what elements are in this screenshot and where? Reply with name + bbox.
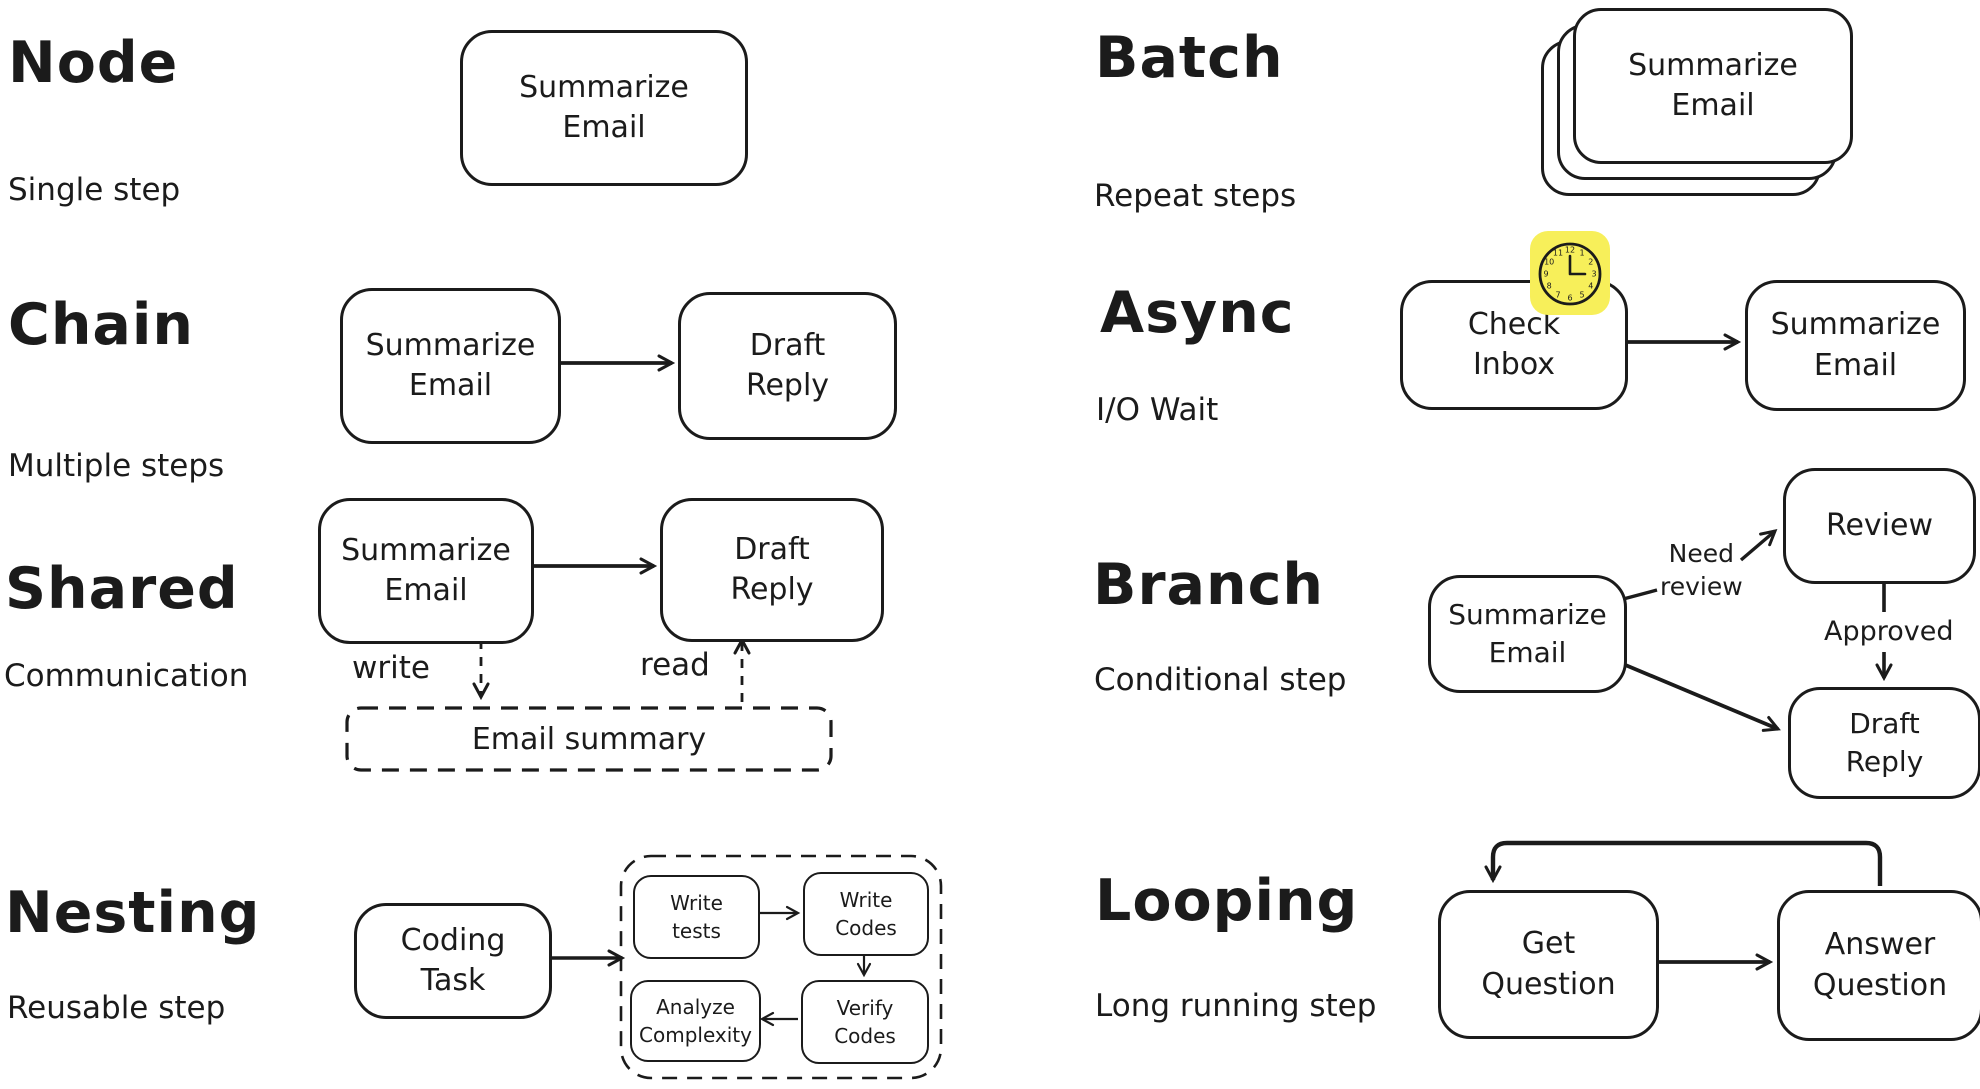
branch-step-draft-reply: Draft Reply — [1788, 687, 1980, 799]
svg-text:1: 1 — [1579, 249, 1584, 258]
looping-title: Looping — [1095, 868, 1359, 934]
branch-title: Branch — [1093, 552, 1324, 618]
branch-subtitle: Conditional step — [1094, 662, 1347, 698]
chain-title: Chain — [8, 292, 194, 358]
shared-store-outline — [345, 706, 833, 772]
shared-step-draft-reply: Draft Reply — [660, 498, 884, 642]
branch-direct-arrow — [1622, 662, 1781, 732]
batch-subtitle: Repeat steps — [1094, 178, 1297, 214]
node-title: Node — [8, 30, 179, 96]
looping-subtitle: Long running step — [1095, 988, 1377, 1024]
svg-text:4: 4 — [1588, 282, 1593, 291]
svg-text:6: 6 — [1567, 294, 1572, 303]
branch-need-review-arrow — [1739, 528, 1778, 562]
svg-text:8: 8 — [1547, 282, 1552, 291]
looping-step-get-question: Get Question — [1438, 890, 1659, 1039]
svg-text:5: 5 — [1579, 290, 1584, 299]
clock-icon: 1 2 3 4 5 6 7 8 9 10 11 12 — [1528, 228, 1612, 318]
node-step-summarize-email: Summarize Email — [460, 30, 748, 186]
svg-text:11: 11 — [1553, 249, 1563, 258]
branch-step-summarize-email: Summarize Email — [1428, 575, 1627, 693]
looping-step-answer-question: Answer Question — [1777, 890, 1980, 1041]
chain-step-draft-reply: Draft Reply — [678, 292, 897, 440]
svg-text:2: 2 — [1588, 258, 1593, 267]
clock-hands — [1568, 254, 1587, 276]
branch-need-review-label: Need review — [1660, 539, 1743, 601]
nesting-step-write-tests: Write tests — [633, 875, 760, 959]
nesting-step-write-codes: Write Codes — [803, 872, 929, 956]
batch-title: Batch — [1095, 25, 1284, 91]
looping-back-arrow — [1484, 840, 1883, 886]
chain-subtitle: Multiple steps — [8, 448, 225, 484]
nesting-step-verify-codes: Verify Codes — [801, 980, 929, 1064]
nesting-container-outline — [619, 854, 943, 1080]
nesting-subtitle: Reusable step — [7, 990, 226, 1026]
svg-text:7: 7 — [1555, 290, 1560, 299]
shared-store-email-summary: Email summary — [471, 721, 707, 757]
async-subtitle: I/O Wait — [1096, 392, 1219, 428]
branch-step-review: Review — [1783, 468, 1976, 584]
shared-subtitle: Communication — [4, 658, 249, 694]
node-subtitle: Single step — [8, 172, 181, 208]
svg-text:3: 3 — [1591, 270, 1596, 279]
nesting-step-coding-task: Coding Task — [354, 903, 552, 1019]
shared-write-label: write — [352, 650, 430, 686]
batch-step-summarize-email: Summarize Email — [1573, 8, 1853, 164]
svg-text:10: 10 — [1544, 258, 1554, 267]
nesting-title: Nesting — [5, 880, 261, 946]
shared-step-summarize-email: Summarize Email — [318, 498, 534, 644]
nesting-step-analyze-complexity: Analyze Complexity — [630, 980, 761, 1062]
svg-text:12: 12 — [1565, 246, 1575, 255]
svg-text:9: 9 — [1543, 270, 1548, 279]
chain-step-summarize-email: Summarize Email — [340, 288, 561, 444]
shared-read-label: read — [640, 647, 710, 683]
async-title: Async — [1100, 280, 1295, 346]
shared-title: Shared — [5, 556, 239, 622]
async-step-summarize-email: Summarize Email — [1745, 280, 1966, 411]
branch-approved-label: Approved — [1824, 616, 1954, 647]
